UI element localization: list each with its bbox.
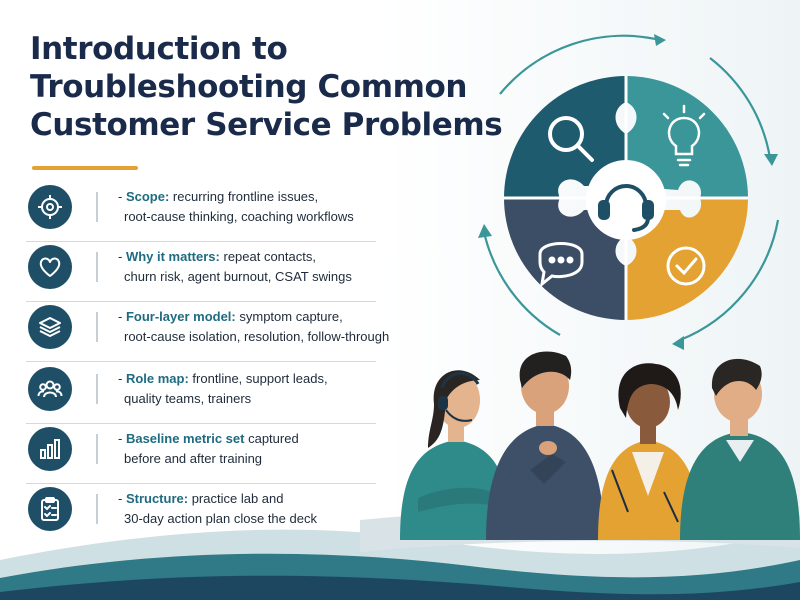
item-label: Scope:: [125, 189, 170, 204]
item-line-1: symptom capture,: [239, 309, 343, 324]
item-line-1: recurring frontline issues,: [172, 189, 319, 204]
item-text: - Why it matters: repeat contacts, churn…: [118, 247, 380, 287]
checkmark-icon: [666, 246, 706, 286]
divider: [96, 374, 98, 404]
puzzle-piece-chat: [504, 198, 626, 320]
item-line-1: repeat contacts,: [223, 249, 316, 264]
arrow-head: [672, 336, 684, 350]
person-man-thinking: [486, 351, 604, 540]
item-line-2: before and after training: [124, 451, 263, 466]
item-label: Structure:: [125, 491, 189, 506]
divider: [96, 494, 98, 524]
title-line-1: Introduction to: [30, 31, 288, 67]
chat-bubble-icon: [538, 242, 584, 288]
separator: [26, 301, 376, 302]
arrow-head: [654, 34, 666, 46]
divider: [96, 192, 98, 222]
item-text: - Scope: recurring frontline issues, roo…: [118, 187, 380, 227]
item-text: - Baseline metric set captured before an…: [118, 429, 380, 469]
wave-navy: [0, 575, 800, 600]
title-line-3: Customer Service Problems: [30, 107, 503, 143]
magnifier-icon: [548, 116, 594, 162]
item-line-1: practice lab and: [191, 491, 284, 506]
item-line-2: root-cause isolation, resolution, follow…: [124, 329, 390, 344]
bar-chart-icon: [28, 427, 72, 471]
separator: [26, 483, 376, 484]
people-icon: [28, 367, 72, 411]
arrow-head: [764, 154, 778, 166]
arrow-head: [478, 224, 492, 238]
list-item-baseline-metrics: - Baseline metric set captured before an…: [26, 422, 376, 484]
separator: [26, 241, 376, 242]
clipboard-icon: [28, 487, 72, 531]
list-item-scope: - Scope: recurring frontline issues, roo…: [26, 180, 376, 242]
puzzle-piece-check: [626, 198, 748, 320]
item-text: - Role map: frontline, support leads, qu…: [118, 369, 380, 409]
layers-icon: [28, 305, 72, 349]
slide-title: Introduction to Troubleshooting Common C…: [30, 30, 503, 144]
item-line-1: frontline, support leads,: [192, 371, 328, 386]
item-label: Baseline metric set: [125, 431, 245, 446]
divider: [96, 434, 98, 464]
heart-icon: [28, 245, 72, 289]
item-line-2: 30-day action plan close the deck: [124, 511, 317, 526]
list-item-four-layer-model: - Four-layer model: symptom capture, roo…: [26, 300, 389, 362]
item-label: Why it matters:: [125, 249, 220, 264]
divider: [96, 252, 98, 282]
divider: [96, 312, 98, 342]
puzzle-piece-idea: [626, 76, 748, 198]
separator: [26, 423, 376, 424]
item-label: Four-layer model:: [125, 309, 236, 324]
list-item-why-it-matters: - Why it matters: repeat contacts, churn…: [26, 240, 376, 302]
list-item-role-map: - Role map: frontline, support leads, qu…: [26, 362, 376, 424]
person-man-green: [663, 358, 800, 540]
target-icon: [28, 185, 72, 229]
item-text: - Four-layer model: symptom capture, roo…: [118, 307, 390, 347]
headset-icon: [598, 184, 654, 232]
puzzle-piece-search: [504, 76, 626, 198]
item-line-1: captured: [248, 431, 299, 446]
lightbulb-icon: [662, 104, 706, 167]
item-line-2: churn risk, agent burnout, CSAT swings: [124, 269, 352, 284]
title-underline: [32, 166, 138, 170]
list-item-structure: - Structure: practice lab and 30-day act…: [26, 482, 376, 544]
cycle-arrows: [482, 34, 780, 342]
item-line-2: quality teams, trainers: [124, 391, 252, 406]
item-line-2: root-cause thinking, coaching workflows: [124, 209, 354, 224]
title-line-2: Troubleshooting Common: [30, 69, 468, 105]
puzzle-center: [586, 160, 666, 240]
puzzle-circle: [504, 76, 748, 320]
separator: [26, 361, 376, 362]
item-text: - Structure: practice lab and 30-day act…: [118, 489, 380, 529]
item-label: Role map:: [125, 371, 189, 386]
